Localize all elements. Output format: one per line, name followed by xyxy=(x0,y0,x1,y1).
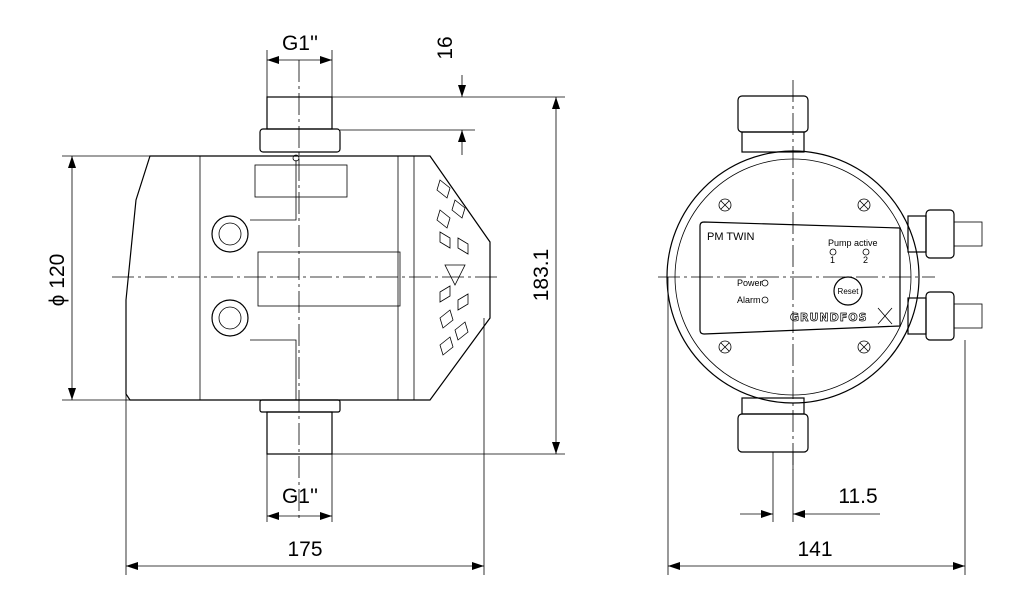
dim-total-height: 183.1 xyxy=(530,249,553,302)
panel-alarm-label: Alarm xyxy=(737,295,761,305)
alarm-led xyxy=(761,296,769,304)
side-dimensions: G1'' G1'' 16 ϕ 120 183.1 xyxy=(46,32,565,575)
reset-button-label: Reset xyxy=(838,287,860,296)
port-lower xyxy=(211,299,249,337)
panel-pump-1: 1 xyxy=(830,255,835,265)
dim-thread-bottom: G1'' xyxy=(282,485,318,508)
pump-1-led xyxy=(829,248,837,256)
dim-side-width: 175 xyxy=(287,538,322,561)
brand-logo-icon xyxy=(877,307,893,325)
port-upper xyxy=(211,215,249,253)
dim-front-width: 141 xyxy=(797,538,832,561)
front-view: PM TWIN Pump active 1 2 Power Alarm Rese… xyxy=(658,80,983,470)
panel-brand: GRUNDFOS xyxy=(790,311,868,324)
dim-connector-height: 16 xyxy=(434,36,457,59)
dim-diameter: ϕ 120 xyxy=(46,254,69,307)
top-connector xyxy=(266,96,333,130)
pump-2-led xyxy=(862,248,870,256)
side-body-outline xyxy=(125,155,491,401)
bottom-connector-nut xyxy=(259,399,341,413)
panel-pump-active: Pump active xyxy=(828,238,878,248)
panel-model: PM TWIN xyxy=(707,231,755,243)
bottom-connector xyxy=(266,411,333,455)
top-connector-nut xyxy=(259,128,341,153)
power-led xyxy=(761,279,769,287)
side-view xyxy=(112,60,500,520)
control-panel xyxy=(699,221,901,335)
dim-thread-top: G1'' xyxy=(282,32,318,55)
dim-offset: 11.5 xyxy=(838,485,877,508)
reset-button xyxy=(833,276,863,306)
panel-pump-2: 2 xyxy=(863,255,868,265)
front-dimensions: 11.5 141 xyxy=(667,277,966,575)
panel-power-label: Power xyxy=(737,278,763,288)
